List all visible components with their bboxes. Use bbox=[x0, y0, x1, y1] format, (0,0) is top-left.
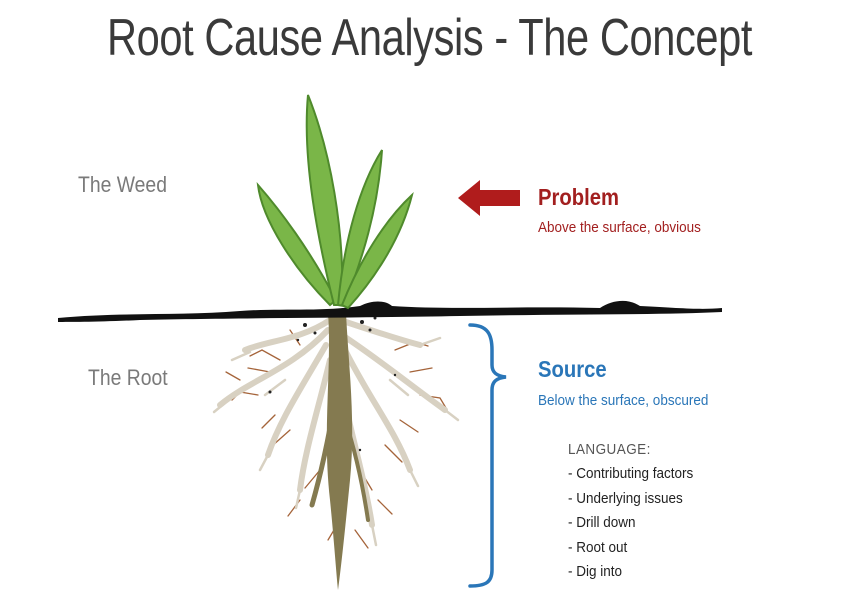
weed-label: The Weed bbox=[78, 172, 167, 197]
source-brace-icon bbox=[468, 323, 507, 588]
language-item: - Drill down bbox=[568, 514, 636, 531]
language-item: - Root out bbox=[568, 538, 628, 556]
root-label: The Root bbox=[88, 365, 168, 390]
problem-heading: Problem bbox=[538, 184, 619, 210]
problem-description: Above the surface, obvious bbox=[538, 219, 701, 236]
weed-plant bbox=[256, 94, 414, 310]
language-item: - Underlying issues bbox=[568, 489, 683, 507]
source-heading: Source bbox=[538, 356, 607, 382]
thin-roots bbox=[212, 336, 460, 547]
language-item: - Dig into bbox=[568, 563, 623, 580]
soil-specks bbox=[268, 316, 397, 452]
language-list: LANGUAGE: - Contributing factors - Under… bbox=[568, 441, 693, 585]
lateral-roots bbox=[217, 317, 448, 528]
problem-arrow-icon bbox=[458, 180, 520, 216]
language-title: LANGUAGE: bbox=[568, 441, 651, 458]
page-title: Root Cause Analysis - The Concept bbox=[106, 9, 753, 67]
taproot bbox=[326, 312, 353, 590]
source-description: Below the surface, obscured bbox=[538, 392, 709, 409]
soil-line bbox=[58, 300, 722, 322]
language-item: - Contributing factors bbox=[568, 465, 694, 482]
